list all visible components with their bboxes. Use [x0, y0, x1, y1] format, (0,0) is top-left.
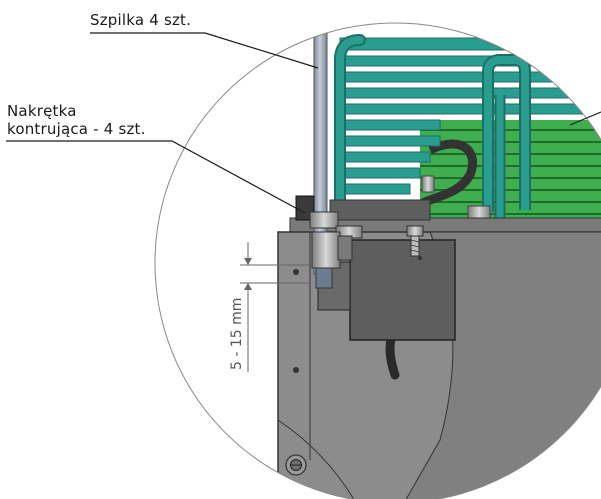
- dimension-marker: [240, 242, 310, 372]
- coil-nut: [467, 205, 491, 219]
- mounting-bracket: [349, 239, 456, 341]
- detail-circle: [154, 22, 601, 499]
- detail-view: [155, 23, 601, 499]
- screw-head-icon: [285, 454, 307, 476]
- leader-lines: [6, 32, 601, 214]
- locknut-label-line1: Nakrętka: [7, 102, 77, 120]
- locknut-label-line2: kontrująca - 4 szt.: [7, 120, 146, 138]
- dimension-label: 5 - 15 mm: [229, 298, 245, 370]
- locknut-assembly: [295, 195, 363, 289]
- stud-label: Szpilka 4 szt.: [90, 11, 192, 29]
- bracket-screw: [406, 225, 424, 257]
